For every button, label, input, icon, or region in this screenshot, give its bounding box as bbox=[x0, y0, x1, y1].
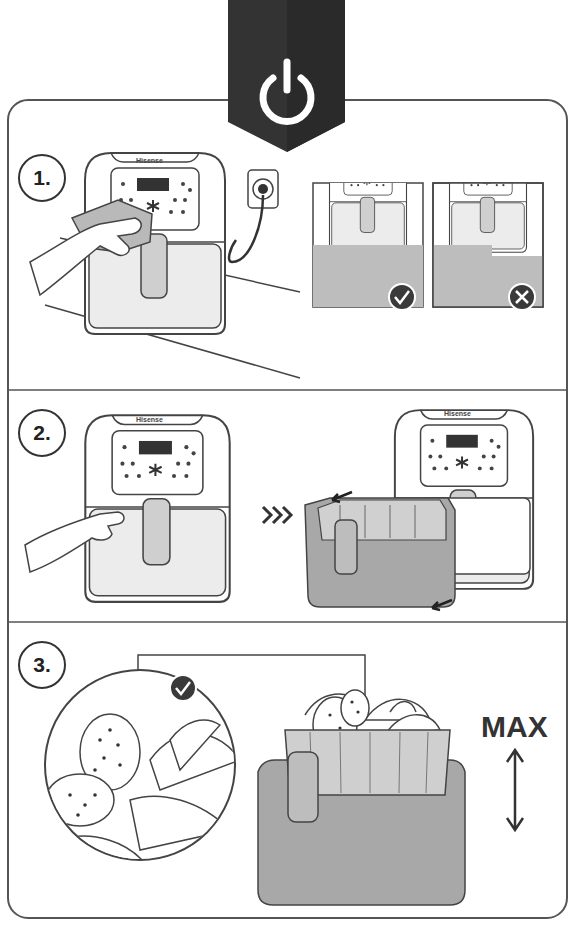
step-number-circle: 2. bbox=[18, 409, 66, 457]
brand-label: Hisense bbox=[444, 410, 471, 417]
max-label: MAX bbox=[481, 710, 548, 744]
step-number: 3. bbox=[33, 653, 51, 677]
step-number-circle: 3. bbox=[18, 641, 66, 689]
brand-label: Hisense bbox=[136, 416, 163, 423]
brand-label: Hisense bbox=[136, 157, 163, 164]
step-number: 1. bbox=[33, 166, 51, 190]
step-number: 2. bbox=[33, 421, 51, 445]
step-number-circle: 1. bbox=[18, 154, 66, 202]
